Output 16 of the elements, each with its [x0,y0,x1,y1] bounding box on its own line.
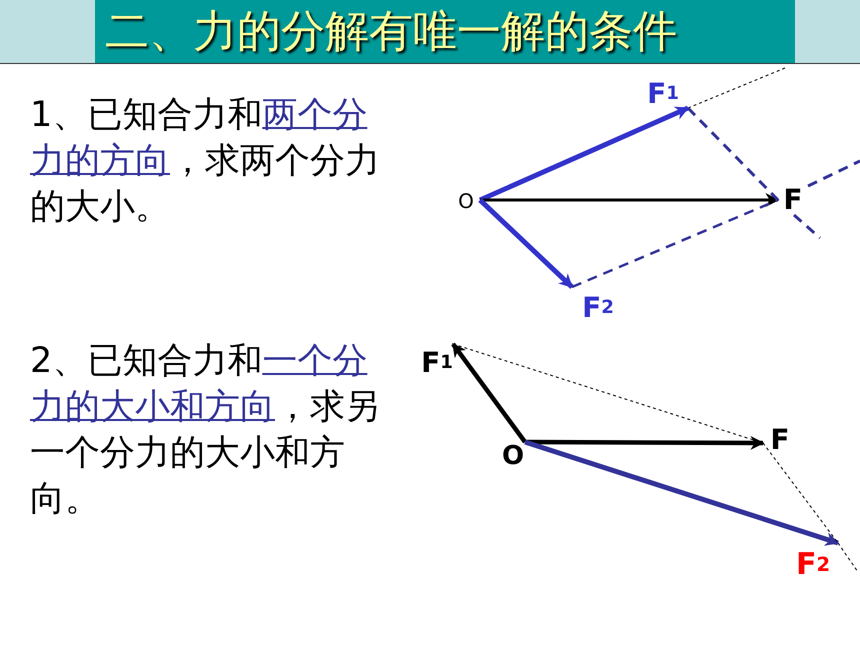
force-label: F [765,424,795,456]
force-arrow [524,440,840,546]
force-label: F [779,185,807,215]
title-banner: 二、力的分解有唯一解的条件 [0,0,860,64]
parallelogram-side [686,106,780,202]
force-label: O [500,442,526,470]
force-arrow [451,342,527,444]
force-arrow [478,106,690,202]
force-arrow [478,198,574,289]
force-label: O [452,188,480,214]
question-text: 2、已知合力和一个分力的大小和方向，求另一个分力的大小和方向。 [30,340,380,521]
force-arrow [525,436,764,450]
force-arrow [480,193,780,207]
question-text: 1、已知合力和两个分力的方向，求两个分力的大小。 [30,94,380,229]
parallelogram-side [762,442,838,544]
parallelogram-side [572,198,778,288]
